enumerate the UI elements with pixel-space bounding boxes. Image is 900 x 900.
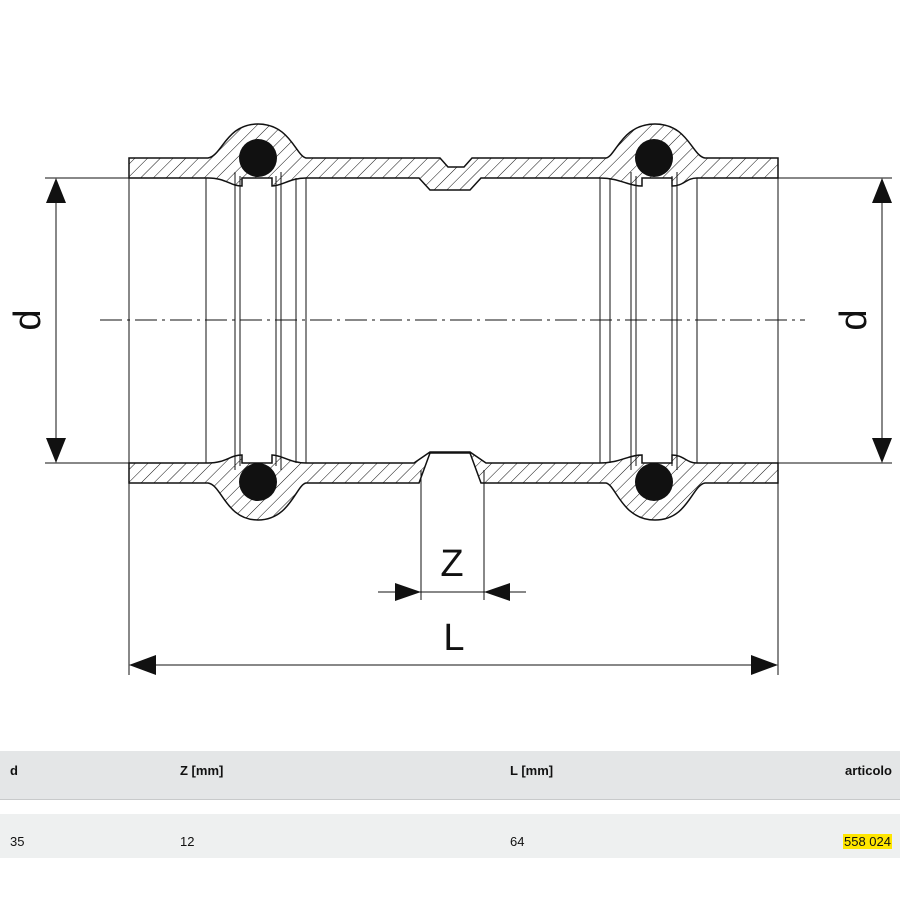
arrow-d-left-bottom bbox=[46, 438, 66, 463]
label-l: L bbox=[443, 617, 464, 659]
o-rings bbox=[239, 139, 673, 501]
o-ring-bottom-left bbox=[239, 463, 277, 501]
table-header: d Z [mm] L [mm] articolo bbox=[0, 751, 900, 800]
upper-wall bbox=[128, 123, 779, 191]
dimension-table: d Z [mm] L [mm] articolo 35 12 64 558 02… bbox=[0, 751, 900, 858]
dimension-d-right bbox=[778, 177, 892, 464]
cell-z: 12 bbox=[180, 834, 195, 849]
cell-l: 64 bbox=[510, 834, 525, 849]
lower-wall bbox=[128, 451, 779, 521]
table-row: 35 12 64 558 024 bbox=[0, 814, 900, 858]
dimension-l bbox=[128, 483, 779, 675]
arrow-d-right-bottom bbox=[872, 438, 892, 463]
header-articolo: articolo bbox=[845, 763, 892, 778]
arrow-l-left bbox=[129, 655, 156, 675]
arrow-d-left-top bbox=[46, 178, 66, 203]
label-d-right: d bbox=[833, 309, 875, 330]
fitting-section-drawing: d d Z L bbox=[7, 123, 892, 675]
o-ring-top-left bbox=[239, 139, 277, 177]
header-l: L [mm] bbox=[510, 763, 554, 778]
arrow-z-right bbox=[484, 583, 510, 601]
article-code-highlight: 558 024 bbox=[843, 834, 892, 849]
arrow-z-left bbox=[395, 583, 421, 601]
arrow-d-right-top bbox=[872, 178, 892, 203]
cell-articolo: 558 024 bbox=[843, 814, 892, 870]
arrow-l-right bbox=[751, 655, 778, 675]
header-d: d bbox=[10, 763, 18, 778]
label-z: Z bbox=[440, 543, 463, 585]
o-ring-top-right bbox=[635, 139, 673, 177]
table-spacer bbox=[0, 800, 900, 814]
inner-contours bbox=[128, 172, 779, 483]
o-ring-bottom-right bbox=[635, 463, 673, 501]
label-d-left: d bbox=[7, 309, 49, 330]
header-z: Z [mm] bbox=[180, 763, 224, 778]
cell-d: 35 bbox=[10, 834, 25, 849]
dimension-d-left bbox=[45, 177, 129, 464]
